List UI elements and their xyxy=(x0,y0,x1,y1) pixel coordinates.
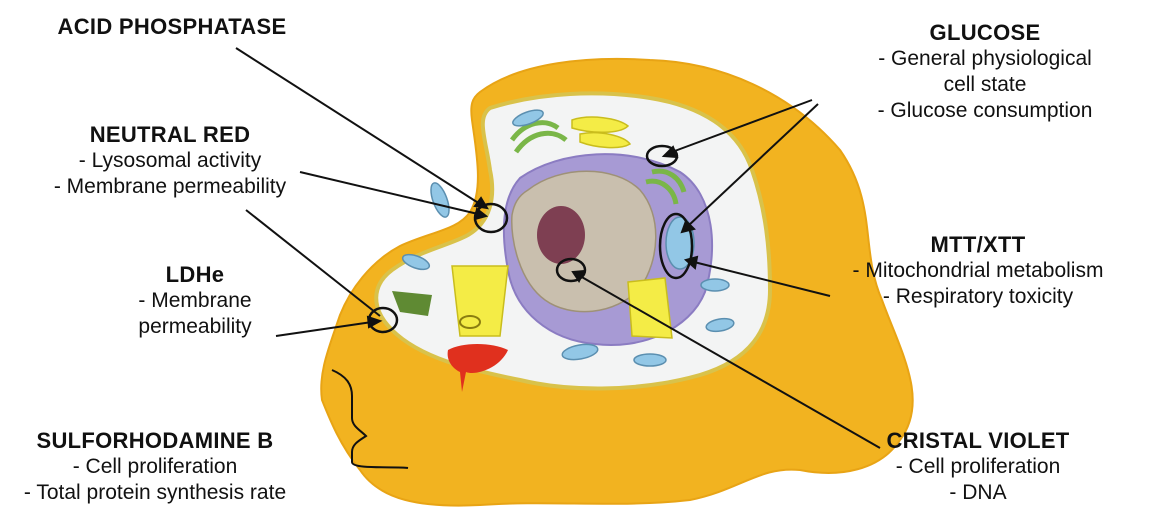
label-mtt-xtt: MTT/XTT - Mitochondrial metabolism - Res… xyxy=(800,232,1156,310)
label-mtt-xtt-title: MTT/XTT xyxy=(800,232,1156,258)
label-glucose-title: GLUCOSE xyxy=(820,20,1150,46)
label-cristal-violet-line: - DNA xyxy=(818,480,1138,506)
label-sulforhodamine-b-line: - Cell proliferation xyxy=(0,454,310,480)
label-acid-phosphatase: ACID PHOSPHATASE xyxy=(32,14,312,40)
label-glucose-line: - Glucose consumption xyxy=(820,98,1150,124)
label-neutral-red-line: - Lysosomal activity xyxy=(0,148,340,174)
label-glucose-line: - General physiological xyxy=(820,46,1150,72)
label-cristal-violet-line: - Cell proliferation xyxy=(818,454,1138,480)
label-mtt-xtt-line: - Respiratory toxicity xyxy=(800,284,1156,310)
label-glucose: GLUCOSE - General physiological cell sta… xyxy=(820,20,1150,124)
label-sulforhodamine-b-line: - Total protein synthesis rate xyxy=(0,480,310,506)
label-neutral-red: NEUTRAL RED - Lysosomal activity - Membr… xyxy=(0,122,340,200)
vesicle xyxy=(460,316,480,328)
label-neutral-red-line: - Membrane permeability xyxy=(0,174,340,200)
label-ldhe: LDHe - Membrane permeability xyxy=(120,262,270,340)
label-ldhe-line: - Membrane xyxy=(120,288,270,314)
label-cristal-violet: CRISTAL VIOLET - Cell proliferation - DN… xyxy=(818,428,1138,506)
label-glucose-line: cell state xyxy=(820,72,1150,98)
label-cristal-violet-title: CRISTAL VIOLET xyxy=(818,428,1138,454)
nucleolus xyxy=(537,206,585,264)
label-sulforhodamine-b: SULFORHODAMINE B - Cell proliferation - … xyxy=(0,428,310,506)
label-ldhe-line: permeability xyxy=(120,314,270,340)
label-mtt-xtt-line: - Mitochondrial metabolism xyxy=(800,258,1156,284)
label-acid-phosphatase-title: ACID PHOSPHATASE xyxy=(32,14,312,40)
label-sulforhodamine-b-title: SULFORHODAMINE B xyxy=(0,428,310,454)
label-neutral-red-title: NEUTRAL RED xyxy=(0,122,340,148)
label-ldhe-title: LDHe xyxy=(120,262,270,288)
